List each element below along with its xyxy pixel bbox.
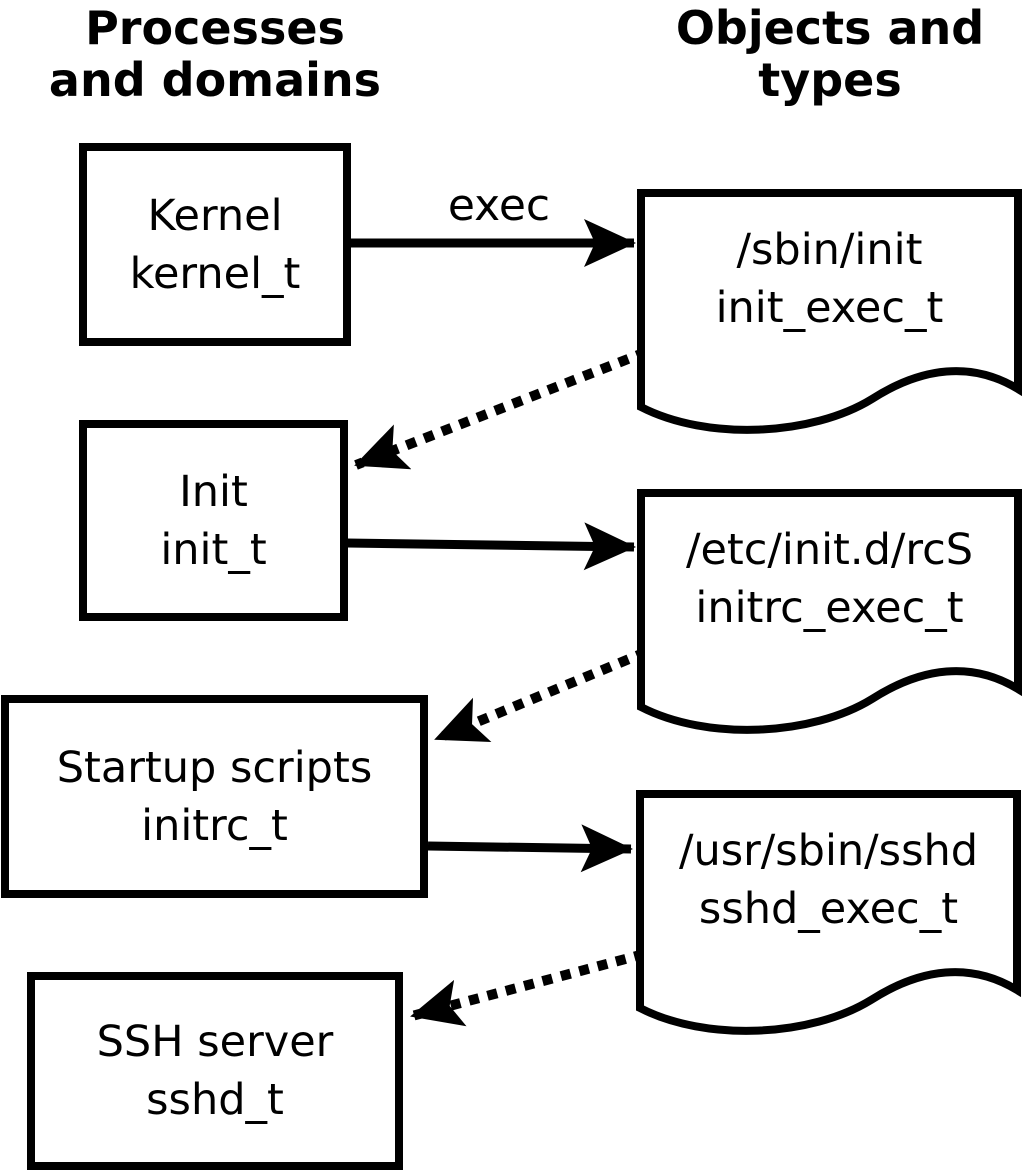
exec-arrow-init-to-initrc-exec xyxy=(346,522,636,571)
exec-arrow-initrc-to-sshd-exec xyxy=(427,824,633,873)
domain-type: init_t xyxy=(160,524,267,575)
exec-arrow-label: exec xyxy=(447,180,551,231)
header-line: Processes xyxy=(85,1,345,55)
process-box-kernel: Kernel kernel_t xyxy=(79,143,351,346)
process-name: Init xyxy=(179,466,248,517)
process-box-startup-scripts: Startup scripts initrc_t xyxy=(1,695,428,898)
process-name: Kernel xyxy=(147,190,283,241)
process-name: SSH server xyxy=(96,1017,334,1067)
transition-arrow-to-sshd-t xyxy=(410,949,646,1027)
transition-arrow-to-init-t xyxy=(354,347,648,470)
object-doc-etc-initd-rcs: /etc/init.d/rcS initrc_exec_t xyxy=(637,489,1022,749)
process-name: Startup scripts xyxy=(56,742,373,793)
document-shape-icon xyxy=(636,790,1021,1035)
object-doc-sbin-init: /sbin/init init_exec_t xyxy=(637,189,1022,449)
header-line: and domains xyxy=(48,53,382,107)
domain-type: sshd_t xyxy=(146,1075,284,1125)
object-type: init_exec_t xyxy=(715,283,944,333)
transition-arrow-to-initrc-t xyxy=(434,647,648,744)
document-shape-icon xyxy=(637,489,1022,734)
object-type: initrc_exec_t xyxy=(695,583,964,633)
object-path: /usr/sbin/sshd xyxy=(678,826,979,876)
object-path: /etc/init.d/rcS xyxy=(685,525,974,575)
header-line: Objects and xyxy=(675,1,985,55)
domain-type: initrc_t xyxy=(141,800,288,851)
document-shape-icon xyxy=(637,189,1022,434)
object-type: sshd_exec_t xyxy=(698,884,959,934)
object-path: /sbin/init xyxy=(736,225,923,275)
column-header-objects: Objects and types xyxy=(636,2,1024,106)
process-box-ssh-server: SSH server sshd_t xyxy=(27,972,403,1170)
process-box-init: Init init_t xyxy=(79,420,348,621)
header-line: types xyxy=(758,53,902,107)
domain-type: kernel_t xyxy=(129,248,301,299)
object-doc-usr-sbin-sshd: /usr/sbin/sshd sshd_exec_t xyxy=(636,790,1021,1050)
column-header-processes: Processes and domains xyxy=(0,2,430,106)
